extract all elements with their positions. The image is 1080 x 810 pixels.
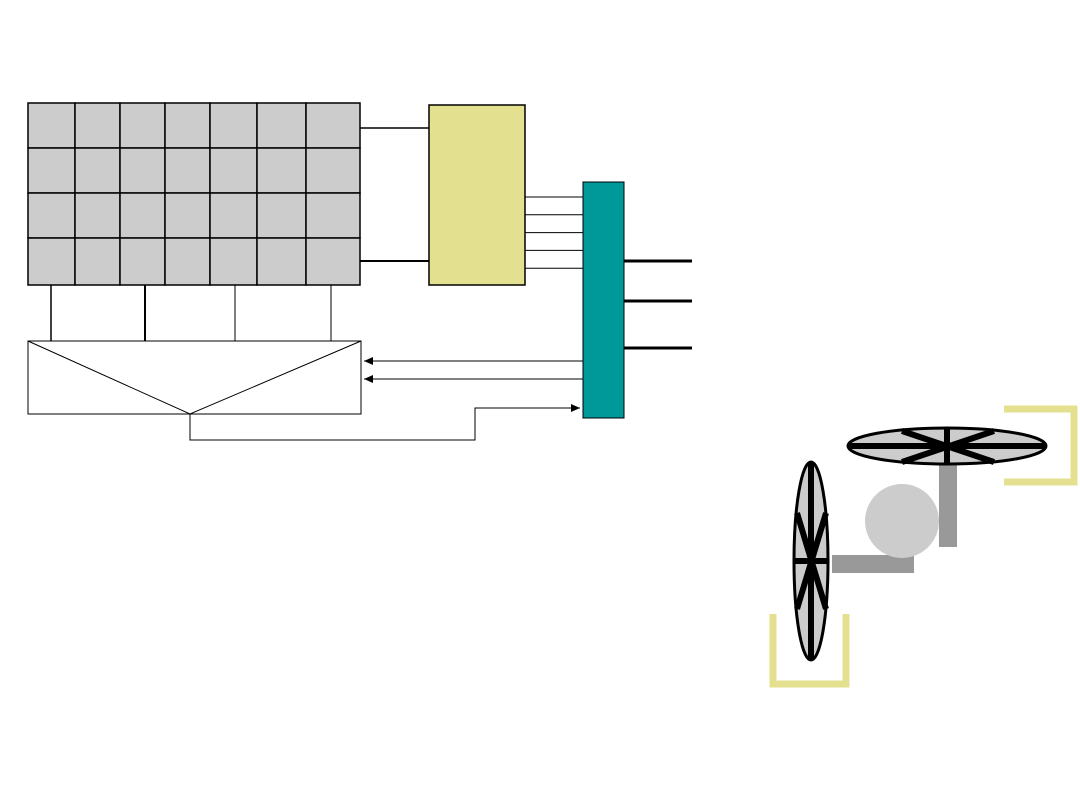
yellow-bracket-left [769, 614, 850, 688]
grid-cell [27, 102, 76, 149]
grid-cell [164, 147, 211, 194]
grid-cell [209, 192, 258, 239]
grid-cell [74, 192, 121, 239]
gray-post-vertical [939, 462, 957, 547]
grid-cell [305, 102, 361, 149]
grid-cell [119, 192, 166, 239]
grid-cell [209, 102, 258, 149]
grid-cell [209, 147, 258, 194]
gray-arm-horizontal [832, 555, 914, 573]
grid-cell [209, 237, 258, 286]
grid-cell [164, 237, 211, 286]
yellow-bracket-right [1004, 405, 1078, 486]
grid-cell [119, 147, 166, 194]
grid-cell [27, 147, 76, 194]
grid-cell [74, 147, 121, 194]
grid-cell [305, 192, 361, 239]
grid-cell [305, 147, 361, 194]
grid-cell [256, 102, 307, 149]
block-to-bus-lines [525, 196, 583, 269]
grid-cell [27, 192, 76, 239]
grid-cell [27, 237, 76, 286]
grid-cell [256, 192, 307, 239]
yellow-control-block [428, 104, 526, 286]
grid-cell [119, 102, 166, 149]
grid-cell [164, 102, 211, 149]
grid-cell [256, 237, 307, 286]
grid-cell [74, 102, 121, 149]
decoder-box [27, 340, 362, 415]
cell-grid [27, 102, 361, 286]
grid-cell [74, 237, 121, 286]
grid-cell [305, 237, 361, 286]
grid-cell [256, 147, 307, 194]
vertical-wheel-spokes [794, 462, 829, 660]
horizontal-wheel-spokes [849, 428, 1045, 465]
mechanism-illustration [769, 405, 1078, 688]
center-ball [865, 484, 939, 558]
grid-cell [119, 237, 166, 286]
decoder-feedback-arrow [189, 404, 580, 441]
grid-cell [164, 192, 211, 239]
teal-bus [582, 181, 625, 419]
